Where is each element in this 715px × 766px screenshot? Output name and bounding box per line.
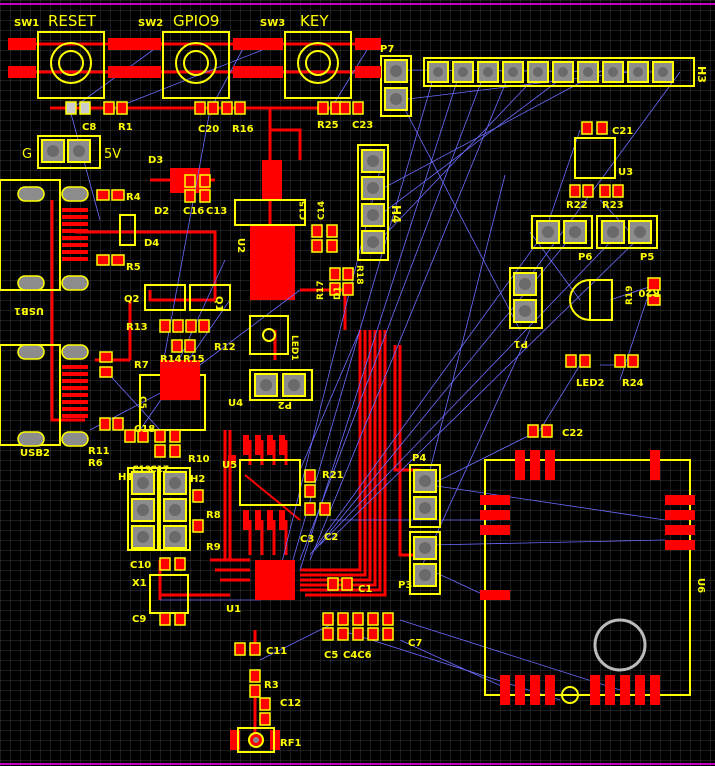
- label-r25: R25: [317, 120, 339, 131]
- label-r24: R24: [622, 378, 644, 389]
- component-labels: SW1 RESET SW2 GPIO9 SW3 KEY P7 H3 C8 R1 …: [14, 12, 708, 749]
- label-r19: R19: [625, 286, 635, 305]
- label-h2: H2: [190, 474, 205, 485]
- label-r11: R11: [88, 446, 110, 457]
- label-u5: U5: [222, 460, 237, 471]
- copper-pours: [170, 160, 295, 463]
- label-r12: R12: [214, 342, 236, 353]
- label-u6: U6: [695, 578, 706, 593]
- label-rf1: RF1: [280, 738, 302, 749]
- label-led1: LED1: [289, 335, 299, 361]
- label-d2: D2: [154, 206, 169, 217]
- usb-connectors: [0, 179, 89, 447]
- label-p1: P1: [514, 338, 528, 349]
- label-5v: 5V: [104, 147, 121, 162]
- label-c11: C11: [266, 646, 287, 657]
- label-p2: P2: [278, 399, 292, 410]
- label-u2: U2: [235, 238, 246, 253]
- label-r6: R6: [88, 458, 103, 469]
- label-key: KEY: [300, 12, 329, 30]
- label-h1: H1: [118, 472, 133, 483]
- label-c3: C3: [300, 534, 314, 545]
- label-r9: R9: [206, 542, 221, 553]
- label-r21: R21: [322, 470, 344, 481]
- label-r5: R5: [126, 262, 141, 273]
- label-d3: D3: [148, 155, 163, 166]
- label-r3: R3: [264, 680, 279, 691]
- label-r10: R10: [188, 454, 210, 465]
- label-sw2: SW2: [138, 18, 163, 29]
- label-c12: C12: [280, 698, 301, 709]
- label-c19: C19: [132, 465, 151, 475]
- label-d4: D4: [144, 238, 159, 249]
- label-r8: R8: [206, 510, 221, 521]
- label-sw3: SW3: [260, 18, 285, 29]
- label-c9: C9: [132, 614, 146, 625]
- label-c7: C7: [408, 638, 422, 649]
- rf-connector: [237, 727, 275, 753]
- label-c5: C5: [324, 650, 338, 661]
- label-p6: P6: [578, 252, 592, 263]
- label-x1: X1: [132, 578, 147, 589]
- label-c16: C16: [183, 206, 204, 217]
- label-h3: H3: [695, 66, 708, 83]
- label-q1: Q1: [213, 296, 224, 312]
- label-p4: P4: [412, 453, 426, 464]
- label-r22: R22: [566, 200, 588, 211]
- drill-holes: [47, 65, 668, 581]
- label-h4: H4: [389, 205, 403, 223]
- label-r20: R20: [638, 287, 660, 298]
- label-c8: C8: [82, 122, 96, 133]
- label-c5-rot: C5: [137, 396, 147, 409]
- smd-pads-gray: [65, 101, 91, 115]
- label-c1: C1: [358, 584, 372, 595]
- label-c23: C23: [352, 120, 373, 131]
- label-d1: D1: [333, 286, 343, 300]
- label-c15: C15: [299, 201, 309, 220]
- label-reset: RESET: [48, 12, 97, 30]
- label-c4c6: C4C6: [343, 650, 372, 661]
- label-c18: C18: [134, 424, 155, 435]
- label-r23: R23: [602, 200, 624, 211]
- label-c13: C13: [206, 206, 227, 217]
- label-sw1: SW1: [14, 18, 39, 29]
- label-g: G: [22, 147, 32, 162]
- label-p7: P7: [380, 44, 394, 55]
- label-c14: C14: [317, 201, 327, 220]
- label-r14: R14: [160, 354, 182, 365]
- label-r17: R17: [316, 281, 326, 300]
- label-c22: C22: [562, 428, 583, 439]
- label-led2: LED2: [576, 378, 605, 389]
- label-c20: C20: [198, 124, 219, 135]
- label-r1: R1: [118, 122, 133, 133]
- label-r7: R7: [134, 360, 149, 371]
- label-c10: C10: [130, 560, 151, 571]
- label-u3: U3: [618, 167, 633, 178]
- label-c2: C2: [324, 532, 338, 543]
- label-usb2: USB2: [20, 448, 50, 459]
- label-r4: R4: [126, 192, 141, 203]
- label-q2: Q2: [124, 294, 140, 305]
- label-usb1: USB1: [14, 305, 44, 316]
- label-u4: U4: [228, 398, 243, 409]
- label-gpio9: GPIO9: [173, 12, 219, 30]
- u6-mark: [561, 686, 579, 704]
- label-r13: R13: [126, 322, 148, 333]
- label-p3: P3: [398, 580, 412, 591]
- label-p5: P5: [640, 252, 654, 263]
- label-r18: R18: [354, 265, 364, 284]
- label-u1: U1: [226, 604, 241, 615]
- label-c21: C21: [612, 126, 633, 137]
- smd-pads: [96, 101, 661, 726]
- label-r16: R16: [232, 124, 254, 135]
- label-c17: C17: [150, 465, 169, 475]
- label-r15: R15: [183, 354, 205, 365]
